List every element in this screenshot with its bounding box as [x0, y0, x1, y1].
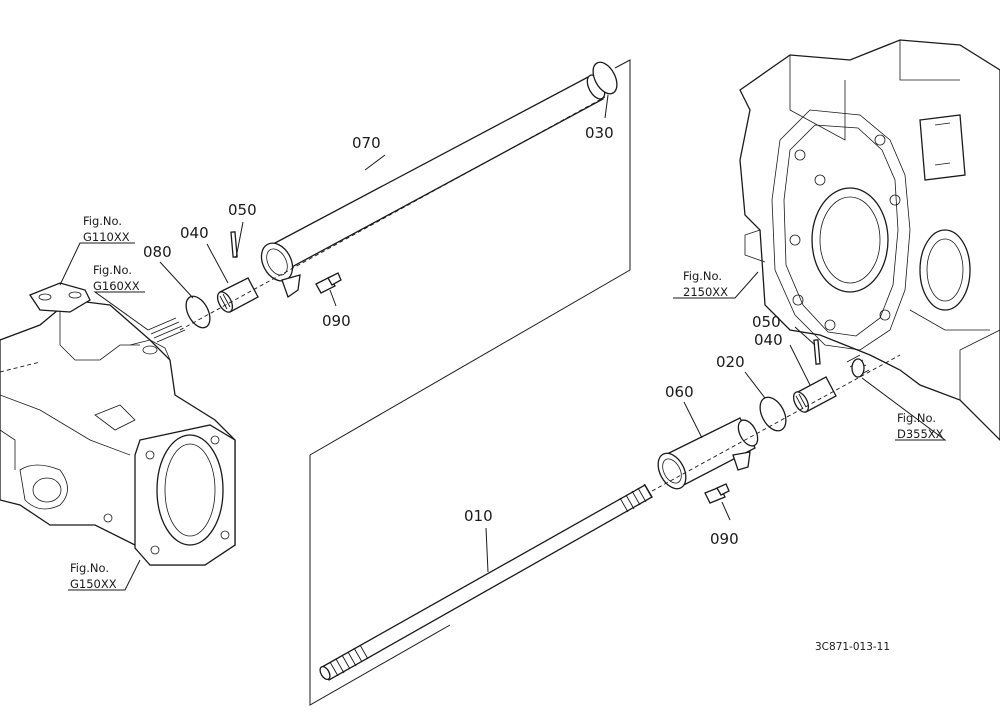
part-080-o-ring	[159, 261, 211, 329]
part-070-tube	[260, 74, 606, 299]
part-050-pin-left	[230, 221, 244, 259]
svg-text:Fig.No.: Fig.No.	[93, 263, 132, 277]
figure-leaders	[59, 242, 947, 591]
label-020: 020	[716, 353, 745, 371]
right-transmission-housing	[739, 39, 1000, 441]
label-080: 080	[143, 243, 172, 261]
label-090-left: 090	[322, 312, 351, 330]
part-090-plug-right	[704, 483, 731, 521]
label-090-right: 090	[710, 530, 739, 548]
svg-text:G160XX: G160XX	[93, 279, 140, 293]
part-020-o-ring	[744, 371, 787, 432]
svg-text:G150XX: G150XX	[70, 577, 117, 591]
label-050-left: 050	[228, 201, 257, 219]
svg-text:Fig.No.: Fig.No.	[70, 561, 109, 575]
part-090-plug-left	[315, 272, 342, 307]
part-030-o-ring	[592, 61, 618, 119]
svg-text:G110XX: G110XX	[83, 230, 130, 244]
part-060-sleeve	[657, 401, 759, 490]
assembly-frame	[309, 59, 631, 706]
left-axle-housing	[0, 282, 236, 566]
part-040-bushing-left	[206, 243, 259, 313]
fig-ref-g110: Fig.No. G110XX	[83, 214, 130, 244]
label-030: 030	[585, 124, 614, 142]
part-040-bushing-right	[789, 344, 837, 413]
part-050-pin-right	[794, 326, 821, 365]
leader-070	[364, 154, 386, 171]
fig-ref-2150: Fig.No. 2150XX	[683, 269, 728, 299]
svg-text:D355XX: D355XX	[897, 427, 944, 441]
svg-text:Fig.No.: Fig.No.	[683, 269, 722, 283]
label-050-right: 050	[752, 313, 781, 331]
svg-text:Fig.No.: Fig.No.	[897, 411, 936, 425]
label-040-left: 040	[180, 224, 209, 242]
svg-text:Fig.No.: Fig.No.	[83, 214, 122, 228]
fig-ref-g160: Fig.No. G160XX	[93, 263, 140, 293]
fig-ref-g150: Fig.No. G150XX	[70, 561, 117, 591]
label-010: 010	[464, 507, 493, 525]
drawing-reference: 3C871-013-11	[815, 641, 890, 653]
part-010-shaft	[319, 483, 653, 681]
label-040-right: 040	[754, 331, 783, 349]
label-070: 070	[352, 134, 381, 152]
svg-text:2150XX: 2150XX	[683, 285, 728, 299]
label-060: 060	[665, 383, 694, 401]
fig-ref-d355: Fig.No. D355XX	[897, 411, 944, 441]
